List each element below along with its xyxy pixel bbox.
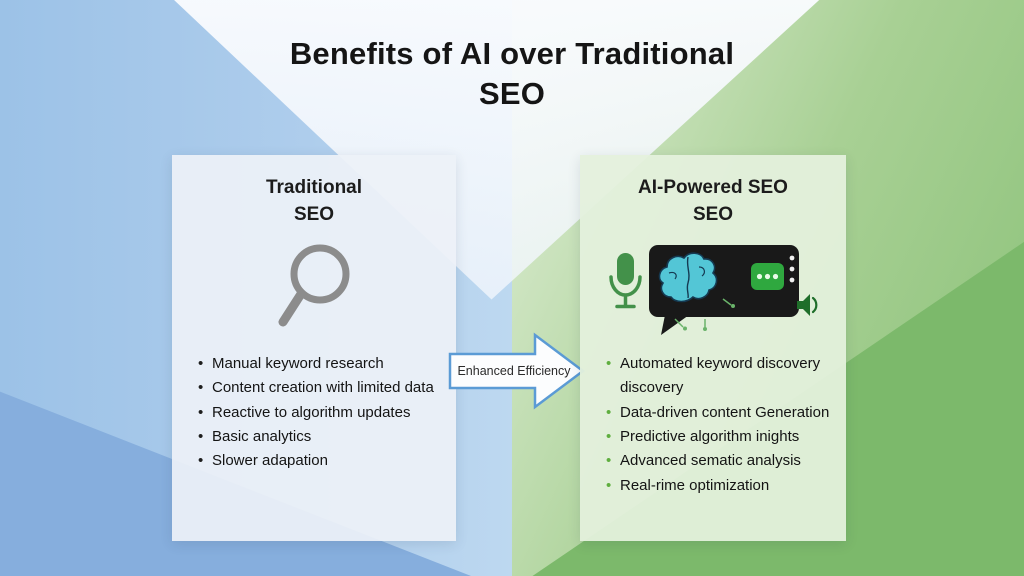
list-item: Advanced sematic analysis xyxy=(606,449,834,474)
arrow-label: Enhanced Efficiency xyxy=(457,364,571,378)
list-item: Content creation with limited data xyxy=(198,376,444,401)
list-item: Basic analytics xyxy=(198,425,444,450)
microphone-icon xyxy=(609,253,642,309)
ai-heading-line1: AI-Powered SEO xyxy=(638,177,788,198)
message-square-icon xyxy=(751,263,784,291)
ai-powered-seo-card: AI-Powered SEO SEO xyxy=(580,155,846,541)
traditional-seo-heading: Traditional SEO xyxy=(172,175,456,228)
magnifier-icon xyxy=(172,240,456,338)
speaker-icon xyxy=(797,294,818,317)
ai-benefit-list: Automated keyword discovery discoveryDat… xyxy=(580,352,846,498)
ai-heading-line2: SEO xyxy=(692,203,734,225)
traditional-benefit-list: Manual keyword researchContent creation … xyxy=(172,352,456,474)
efficiency-arrow: Enhanced Efficiency xyxy=(447,327,587,415)
brain-icon xyxy=(658,252,718,303)
ai-chat-brain-icon-svg xyxy=(609,245,818,336)
page-title-line1: Benefits of AI over Traditional xyxy=(289,36,735,71)
list-item: Real-rime optimization xyxy=(606,474,834,499)
list-item: Reactive to algorithm updates xyxy=(198,401,444,426)
traditional-heading-line1: Traditional xyxy=(265,177,363,198)
traditional-heading-line2: SEO xyxy=(293,203,335,225)
ellipsis-dots xyxy=(789,255,795,283)
page-title-line2: SEO xyxy=(478,76,546,112)
ai-chat-brain-icon xyxy=(580,240,846,338)
ai-seo-heading: AI-Powered SEO SEO xyxy=(580,175,846,228)
traditional-seo-card: Traditional SEO Manual keyword researchC… xyxy=(172,155,456,541)
list-item: Data-driven content Generation xyxy=(606,401,834,426)
page-title: Benefits of AI over Traditional SEO xyxy=(0,34,1024,115)
list-item: Slower adapation xyxy=(198,449,444,474)
circuit-lines xyxy=(674,298,735,332)
magnifier-icon-svg xyxy=(278,244,350,327)
list-item: Predictive algorithm inights xyxy=(606,425,834,450)
list-item: Manual keyword research xyxy=(198,352,444,377)
arrow-shape xyxy=(448,332,586,410)
list-item: Automated keyword discovery discovery xyxy=(606,352,834,401)
